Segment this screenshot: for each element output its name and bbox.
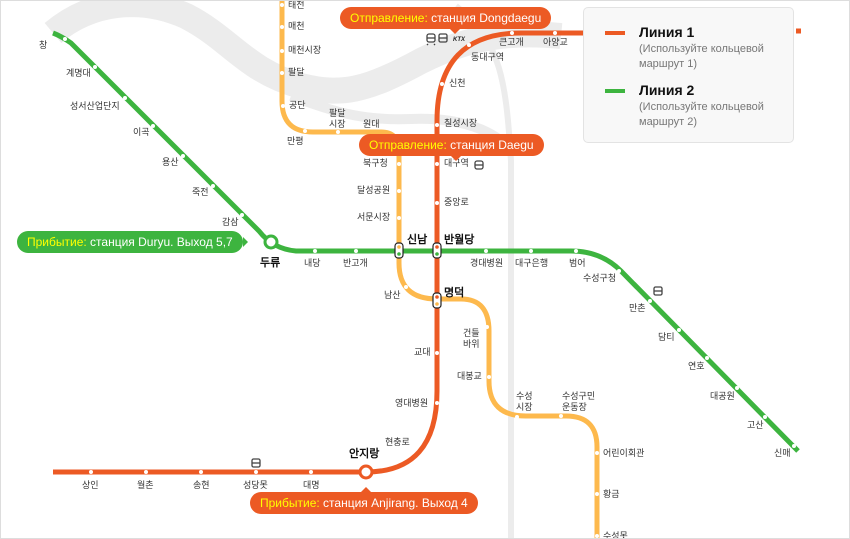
legend-title: Линия 2 [639,82,695,98]
callout-arrive-anjirang: Прибытие: станция Anjirang. Выход 4 [250,487,478,514]
station-suseongstadium[interactable]: 수성구민 운동장 [562,392,596,413]
callout-prefix: Прибытие: [27,235,87,249]
station-manpyeong[interactable]: 만평 [287,137,304,147]
station-sangin[interactable]: 상인 [82,481,99,491]
station-suseongmarket[interactable]: 수성 시장 [516,392,533,413]
callout-depart-daegu: Отправление: станция Daegu [359,134,544,161]
station-chang[interactable]: 창 [39,41,48,51]
legend-title: Линия 1 [639,24,695,40]
station-songhyeon[interactable]: 송현 [193,481,210,491]
station-banwoldang[interactable]: 반월당 [444,233,475,246]
station-igok[interactable]: 이곡 [133,128,150,138]
station-gyemyeongdae[interactable]: 계명대 [66,69,91,79]
station-gamsam[interactable]: 감삼 [222,218,239,228]
station-chilseong[interactable]: 칠성시장 [444,119,478,129]
station-taejeon[interactable]: 태전 [288,1,305,11]
station-dongdaeguyeok[interactable]: 동대구역 [471,53,505,63]
banwoldang-transfer [432,242,442,259]
station-gosan[interactable]: 고산 [747,421,764,431]
station-sincheon[interactable]: 신천 [449,79,466,89]
station-jungangno[interactable]: 중앙로 [444,198,469,208]
station-gongdan[interactable]: 공단 [289,101,306,111]
station-paldal[interactable]: 팔달 [288,68,305,78]
line2-swatch [605,89,625,93]
station-geondeul[interactable]: 건들 바위 [463,329,480,350]
station-jukjeon[interactable]: 죽전 [192,188,209,198]
callout-text: станция Duryu. Выход 5,7 [86,235,233,249]
station-bangogae[interactable]: 반고개 [343,259,368,269]
line1-route [53,30,601,475]
station-dots [63,3,796,538]
legend: Линия 1 (Используйте кольцевой маршрут 1… [583,7,794,143]
line1-swatch [605,31,625,35]
station-suseonggucheong[interactable]: 수성구청 [583,274,617,284]
station-anjirang[interactable]: 안지랑 [349,447,380,460]
bus-icon-seongdangmot [251,458,261,468]
station-seongseo[interactable]: 성서산업단지 [70,102,120,112]
bus-icon [438,33,448,43]
callout-prefix: Отправление: [350,11,428,25]
station-gyeongdae[interactable]: 경대병원 [470,259,504,269]
station-keungogae[interactable]: 큰고개 [499,38,524,48]
callout-text: станция Daegu [446,138,534,152]
station-naedang[interactable]: 내당 [304,259,321,269]
callout-arrive-duryu: Прибытие: станция Duryu. Выход 5,7 [17,231,248,253]
station-gyodae[interactable]: 교대 [414,348,431,358]
callout-pointer [451,156,461,161]
river-band [44,1,563,104]
callout-prefix: Прибытие: [260,496,320,510]
duryu-transfer [263,234,279,250]
train-icon-daegu [474,160,484,170]
station-wondae[interactable]: 원대 [363,120,380,130]
station-hwanggeum[interactable]: 황금 [603,490,620,500]
callout-prefix: Отправление: [369,138,447,152]
station-paldalmarket[interactable]: 팔달 시장 [329,109,346,130]
legend-desc: (Используйте кольцевой маршрут 1) [639,43,764,70]
anjirang-transfer [358,464,374,480]
station-suseongmot[interactable]: 수성못 [603,532,628,539]
station-seongdangmot[interactable]: 성당못 [243,481,268,491]
callout-text: станция Dongdaegu [427,11,542,25]
station-damti[interactable]: 담티 [658,333,675,343]
station-yongsan[interactable]: 용산 [162,158,179,168]
station-myeongdeok[interactable]: 명덕 [444,286,465,299]
callout-pointer [242,237,248,247]
station-children[interactable]: 어린이회관 [603,449,645,459]
station-sinnam[interactable]: 신남 [407,233,428,246]
station-dalseong[interactable]: 달성공원 [357,186,391,196]
station-namsan[interactable]: 남산 [384,291,401,301]
station-yeonho[interactable]: 연호 [688,362,705,372]
station-bukgucheong[interactable]: 북구청 [363,159,388,169]
station-daeguyeok[interactable]: 대구역 [444,159,469,169]
station-daegongwon[interactable]: 대공원 [710,392,735,402]
station-sinmae[interactable]: 신매 [774,449,791,459]
station-yeongdae[interactable]: 영대병원 [395,399,429,409]
station-daegubank[interactable]: 대구은행 [515,259,549,269]
sinnam-transfer [394,242,404,259]
callout-pointer [450,29,460,34]
legend-desc: (Используйте кольцевой маршрут 2) [639,101,764,128]
station-duryu[interactable]: 두류 [260,256,281,269]
station-manchon[interactable]: 만촌 [629,304,646,314]
station-wolchon[interactable]: 월촌 [137,481,154,491]
train-icon [426,33,436,46]
station-daemyeong[interactable]: 대명 [303,481,320,491]
station-ayanggyo[interactable]: 아양교 [543,38,568,48]
station-hyeonchungno[interactable]: 현충로 [385,438,410,448]
line2-route [52,30,800,453]
station-maecheonmarket[interactable]: 매천시장 [288,46,322,56]
bus-icon-manchon [653,286,663,296]
station-daebonggyo[interactable]: 대봉교 [457,372,482,382]
myeongdeok-transfer [432,292,442,309]
station-seomun[interactable]: 서문시장 [357,213,391,223]
callout-text: станция Anjirang. Выход 4 [319,496,468,510]
station-maecheon[interactable]: 매천 [288,22,305,32]
line3-route [279,1,600,538]
ktx-icon: KTX [453,37,466,43]
station-beomeo[interactable]: 범어 [569,259,586,269]
callout-depart-dongdaegu: Отправление: станция Dongdaegu [340,7,552,34]
callout-pointer [361,487,371,492]
